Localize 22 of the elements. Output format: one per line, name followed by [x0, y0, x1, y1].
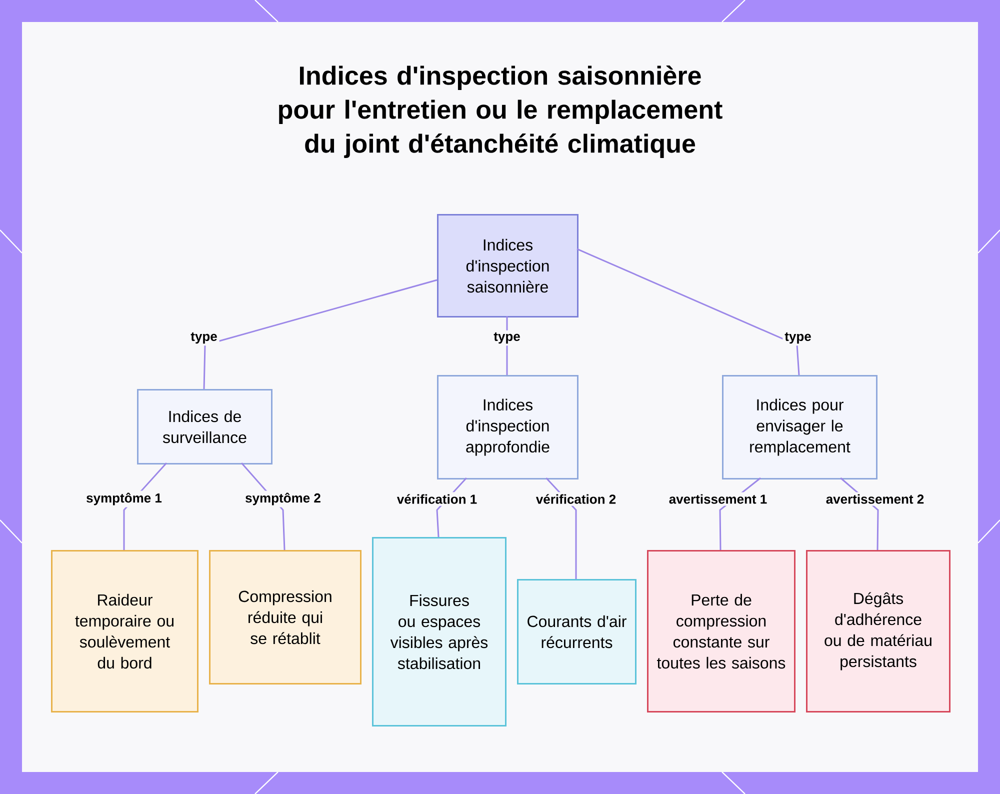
category-box: Indices d'inspection saisonnière — [437, 214, 578, 318]
check-box: Fissures ou espaces visibles après stabilisation — [372, 537, 506, 726]
title: Indices d'inspection saisonnière pour l'entretien ou le remplacement du joint d'étanchéité climatique — [279, 66, 722, 158]
edge-label: type — [188, 330, 220, 346]
category-box: Indices d'inspection approfondie — [437, 375, 578, 480]
connector-line — [203, 279, 438, 390]
edge-label: type — [782, 330, 814, 346]
warning-box: Dégâts d'adhérence ou de matériau persistants — [806, 550, 950, 712]
warning-box: Perte de compression constante sur toutes les saisons — [647, 550, 796, 712]
edge-label: symptôme 2 — [243, 490, 323, 508]
edge-label: type — [492, 330, 522, 346]
edge-label: vérification 1 — [394, 492, 480, 506]
connector-line — [576, 248, 800, 376]
category-box: Indices pour envisager le remplacement — [722, 375, 878, 480]
category-box: Indices de surveillance — [137, 389, 272, 464]
edge-label: avertissement 1 — [666, 492, 770, 506]
check-box: Courants d'air récurrents — [517, 579, 636, 684]
symptom-box: Raideur temporaire ou soulèvement du bord — [51, 550, 198, 712]
edge-label: avertissement 2 — [824, 492, 926, 506]
symptom-box: Compression réduite qui se rétablit — [209, 550, 362, 684]
edge-label: symptôme 1 — [84, 490, 164, 508]
edge-label: vérification 2 — [534, 492, 618, 506]
